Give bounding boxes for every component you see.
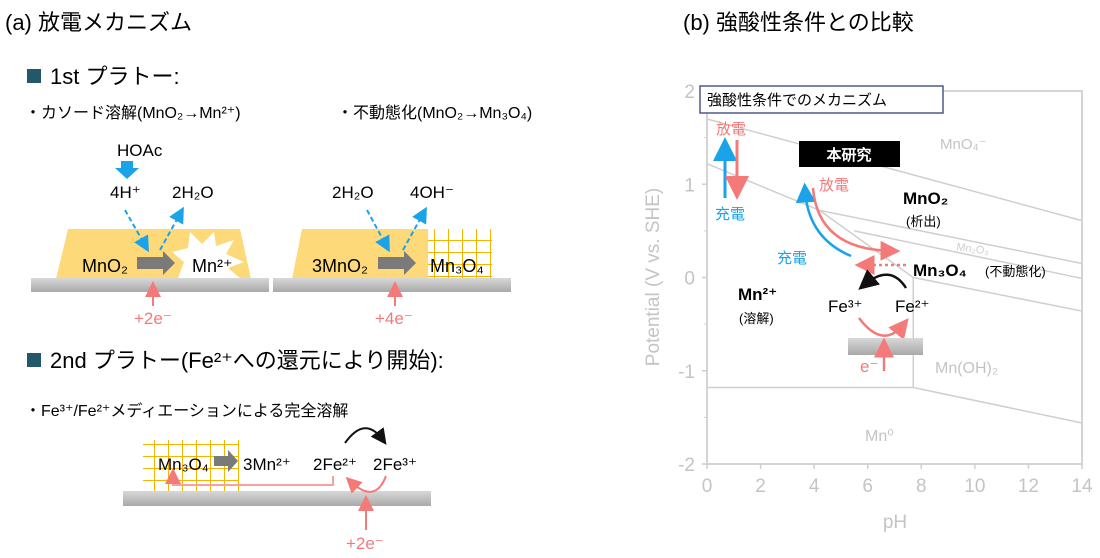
- electron-label: +2e⁻: [134, 309, 172, 328]
- mno2-note: (析出): [906, 214, 941, 229]
- this-work-label: 本研究: [826, 146, 871, 164]
- x-tick-label: 8: [916, 476, 927, 497]
- x-tick-label: 4: [809, 476, 820, 497]
- electrode-substrate: [273, 278, 511, 292]
- reaction-arrow-icon: [378, 251, 416, 275]
- mn3o4-label: Mn₃O₄: [158, 455, 209, 474]
- mn3o4-note: (不動態化): [985, 264, 1046, 279]
- phase-boundary-line: [819, 209, 914, 279]
- region-mn0: Mn⁰: [865, 428, 894, 445]
- mno2-label: MnO₂: [903, 189, 948, 208]
- charge-label: 充電: [715, 206, 745, 223]
- y-tick-label: 1: [684, 175, 695, 196]
- fe2-label: Fe²⁺: [895, 297, 929, 316]
- passivation-scheme: 2H₂O 4OH⁻ 3MnO₂ Mn₃O₄ +4e⁻: [273, 183, 511, 328]
- x-tick-label: 14: [1071, 476, 1093, 497]
- discharge-label: 放電: [716, 121, 746, 138]
- acid-down-arrow-icon: [115, 161, 139, 179]
- panel-b-title: (b) 強酸性条件との比較: [683, 10, 914, 35]
- mn2-label: 3Mn²⁺: [243, 455, 291, 474]
- discharge-label: 放電: [819, 177, 849, 194]
- mn3o4-label: Mn₃O₄: [913, 261, 967, 280]
- dissolution-scheme: HOAc 4H⁺ 2H₂O MnO₂ Mn²⁺ +2e⁻: [31, 141, 269, 328]
- water-label: 2H₂O: [332, 183, 374, 202]
- fe3-label: Fe³⁺: [828, 297, 862, 316]
- electron-label: e⁻: [860, 357, 878, 376]
- electrode-substrate: [123, 491, 431, 506]
- bullet-square-icon: [27, 353, 41, 367]
- mediation-label: ・Fe³⁺/Fe²⁺メディエーションによる完全溶解: [25, 401, 348, 420]
- x-tick-label: 2: [755, 476, 766, 497]
- phase-boundary-line: [819, 209, 1083, 265]
- mn2-label: Mn²⁺: [192, 256, 233, 276]
- plateau1-heading: 1st プラトー:: [50, 64, 180, 89]
- proton-label: 4H⁺: [110, 183, 141, 202]
- electrode-substrate: [848, 338, 923, 355]
- strong-acid-legend-text: 強酸性条件でのメカニズム: [707, 92, 887, 109]
- region-mn2o3: Mn₂O₃: [956, 241, 990, 257]
- x-tick-label: 12: [1018, 476, 1039, 497]
- region-mno4: MnO₄⁻: [940, 136, 987, 153]
- hydroxide-label: 4OH⁻: [410, 183, 454, 202]
- strong-acid-legend-box: [699, 85, 944, 114]
- reaction-arrow-icon: [137, 251, 175, 275]
- mno2-label: 3MnO₂: [312, 256, 368, 276]
- y-tick-label: -2: [678, 455, 695, 476]
- x-tick-label: 0: [702, 476, 713, 497]
- panel-a-title: (a) 放電メカニズム: [5, 10, 192, 35]
- y-tick-label: 0: [684, 269, 695, 290]
- phase-boundary-line: [706, 118, 1083, 222]
- reaction-arrow-icon: [214, 450, 238, 472]
- y-tick-label: 2: [684, 82, 695, 103]
- y-axis-label: Potential (V vs. SHE): [643, 188, 664, 366]
- fe2-label: 2Fe²⁺: [313, 455, 357, 474]
- plateau2-heading: 2nd プラトー(Fe²⁺への還元により開始):: [50, 348, 444, 373]
- mno2-label: MnO₂: [82, 256, 128, 276]
- region-mnoh2: Mn(OH)₂: [935, 360, 998, 377]
- hoac-label: HOAc: [117, 141, 163, 160]
- phase-boundary-line: [854, 230, 1083, 280]
- x-tick-label: 10: [964, 476, 985, 497]
- mn3o4-label: Mn₃O₄: [430, 256, 484, 276]
- mediation-scheme: Mn₃O₄ 3Mn²⁺ 2Fe²⁺ 2Fe³⁺ +2e⁻: [123, 427, 431, 553]
- y-tick-label: -1: [678, 362, 695, 383]
- cathodic-dissolution-label: ・カソード溶解(MnO₂→Mn²⁺): [25, 104, 241, 122]
- phase-boundary-line: [913, 386, 1083, 424]
- this-work-badge: [799, 141, 900, 167]
- water-label: 2H₂O: [172, 183, 214, 202]
- electrode-substrate: [31, 278, 269, 292]
- x-axis-label: pH: [883, 512, 907, 533]
- mn2-note: (溶解): [739, 311, 774, 326]
- electron-label: +4e⁻: [375, 309, 413, 328]
- dissolution-burst: [172, 232, 244, 278]
- mn2-label: Mn²⁺: [738, 285, 777, 304]
- mn3o4-grid-film: [428, 229, 492, 279]
- phase-boundary-line: [913, 276, 1083, 312]
- electron-label: +2e⁻: [346, 534, 384, 553]
- x-tick-label: 6: [862, 476, 873, 497]
- fe3-label: 2Fe³⁺: [373, 455, 417, 474]
- bullet-square-icon: [27, 69, 41, 83]
- charge-label: 充電: [777, 250, 807, 267]
- passivation-label: ・不動態化(MnO₂→Mn₃O₄): [337, 104, 532, 122]
